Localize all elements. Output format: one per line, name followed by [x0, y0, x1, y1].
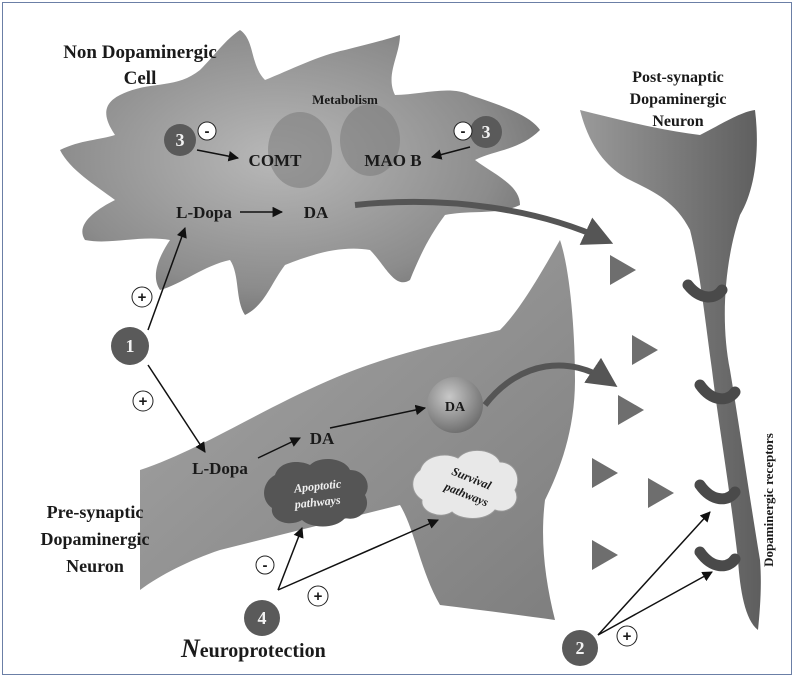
neuroprotection-label: Neuroprotection	[180, 634, 326, 663]
post-synaptic-title: Post-synaptic	[632, 69, 724, 86]
dopaminergic-receptors-label: Dopaminergic receptors	[761, 433, 776, 567]
metabolism-label: Metabolism	[312, 92, 378, 107]
sign-plus-survival: +	[308, 586, 328, 606]
sign-plus-receptors: +	[617, 626, 637, 646]
svg-text:+: +	[623, 628, 632, 645]
pre-synaptic-title: Pre-synaptic	[47, 502, 144, 522]
svg-text:1: 1	[126, 336, 135, 356]
marker-3-right: 3	[470, 116, 502, 148]
dopamine-triangle	[632, 335, 658, 365]
svg-text:+: +	[314, 588, 323, 605]
sign-minus-mao: -	[454, 122, 472, 140]
arrow-1-to-ldopa-bottom	[148, 365, 205, 452]
ldopa-bottom-label: L-Dopa	[192, 459, 248, 478]
svg-text:3: 3	[482, 122, 491, 142]
post-synaptic-title-line2: Dopaminergic	[630, 91, 727, 108]
pre-synaptic-title-line3: Neuron	[66, 556, 124, 576]
marker-1: 1	[111, 327, 149, 365]
svg-text:4: 4	[258, 608, 267, 628]
svg-text:2: 2	[576, 638, 585, 658]
svg-text:+: +	[138, 289, 147, 306]
post-synaptic-title-line3: Neuron	[652, 113, 703, 130]
marker-2: 2	[562, 630, 598, 666]
pre-synaptic-title-line2: Dopaminergic	[41, 529, 150, 549]
arrow-4-to-survival	[278, 520, 438, 590]
da-vesicle-label: DA	[445, 400, 466, 415]
da-mid-label: DA	[310, 429, 335, 448]
dopamine-triangle	[610, 255, 636, 285]
non-dopaminergic-title: Non Dopaminergic	[63, 42, 217, 63]
marker-4: 4	[244, 600, 280, 636]
dopamine-triangle	[592, 458, 618, 488]
sign-minus-apoptotic: -	[256, 556, 274, 574]
dopamine-triangle	[618, 395, 644, 425]
dopamine-triangle	[592, 540, 618, 570]
svg-text:-: -	[263, 557, 268, 574]
sign-plus-ldopa-bottom: +	[133, 391, 153, 411]
dopamine-triangle	[648, 478, 674, 508]
svg-text:3: 3	[176, 130, 185, 150]
sign-plus-ldopa-top: +	[132, 287, 152, 307]
da-top-label: DA	[304, 203, 329, 222]
dopamine-molecules	[592, 255, 674, 570]
arrow-2-to-receptor-b	[598, 572, 712, 635]
marker-3-left: 3	[164, 124, 196, 156]
comt-label: COMT	[249, 151, 303, 170]
svg-text:-: -	[461, 123, 466, 140]
svg-text:+: +	[139, 393, 148, 410]
arrow-2-to-receptor-a	[598, 512, 710, 635]
sign-minus-comt: -	[198, 122, 216, 140]
pre-synaptic-neuron	[140, 240, 575, 620]
mao-b-label: MAO B	[364, 151, 421, 170]
ldopa-top-label: L-Dopa	[176, 203, 232, 222]
non-dopaminergic-title-line2: Cell	[124, 68, 157, 89]
receptor	[700, 552, 735, 566]
svg-text:-: -	[205, 123, 210, 140]
metabolism-blob-left	[268, 112, 332, 188]
